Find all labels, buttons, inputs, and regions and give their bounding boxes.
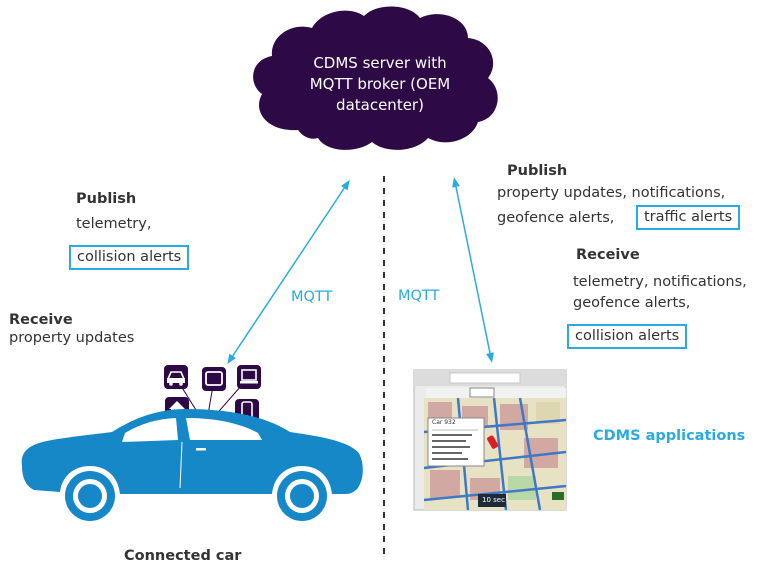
right-receive-highlight: collision alerts xyxy=(567,324,688,349)
right-publish-line2: geofence alerts, xyxy=(497,210,615,226)
left-receive-title: Receive xyxy=(9,312,73,328)
left-receive-item: property updates xyxy=(9,330,135,346)
right-receive-line2: geofence alerts, xyxy=(573,295,691,311)
left-publish-title: Publish xyxy=(76,191,137,207)
left-mqtt-arrow xyxy=(227,179,350,365)
map-screenshot xyxy=(413,369,567,511)
server-label-line: MQTT broker (OEM xyxy=(309,75,451,93)
right-publish-line1: property updates, notifications, xyxy=(497,185,726,201)
map-popup-title: Car 932 xyxy=(432,419,456,426)
right-mqtt-arrow xyxy=(452,177,494,363)
right-receive-line1: telemetry, notifications, xyxy=(573,274,747,290)
map-time-badge: 10 sec xyxy=(482,496,505,504)
left-mqtt-label: MQTT xyxy=(291,289,333,305)
apps-label: CDMS applications xyxy=(593,428,746,444)
device-label: Connected car xyxy=(124,548,242,564)
right-mqtt-label: MQTT xyxy=(398,288,440,304)
server-label: CDMS server with MQTT broker (OEM datace… xyxy=(300,53,460,116)
server-label-line: CDMS server with xyxy=(313,54,447,72)
left-publish-item: telemetry, xyxy=(76,216,152,232)
tablet-icon xyxy=(202,367,226,391)
car-icon xyxy=(164,365,188,389)
right-publish-title: Publish xyxy=(507,163,568,179)
car-illustration xyxy=(21,409,363,521)
laptop-icon xyxy=(237,365,261,389)
right-publish-highlight: traffic alerts xyxy=(636,205,741,230)
server-label-line: datacenter) xyxy=(336,96,424,114)
right-receive-title: Receive xyxy=(576,247,640,263)
server-cloud xyxy=(253,6,498,150)
left-publish-highlight: collision alerts xyxy=(69,245,190,270)
